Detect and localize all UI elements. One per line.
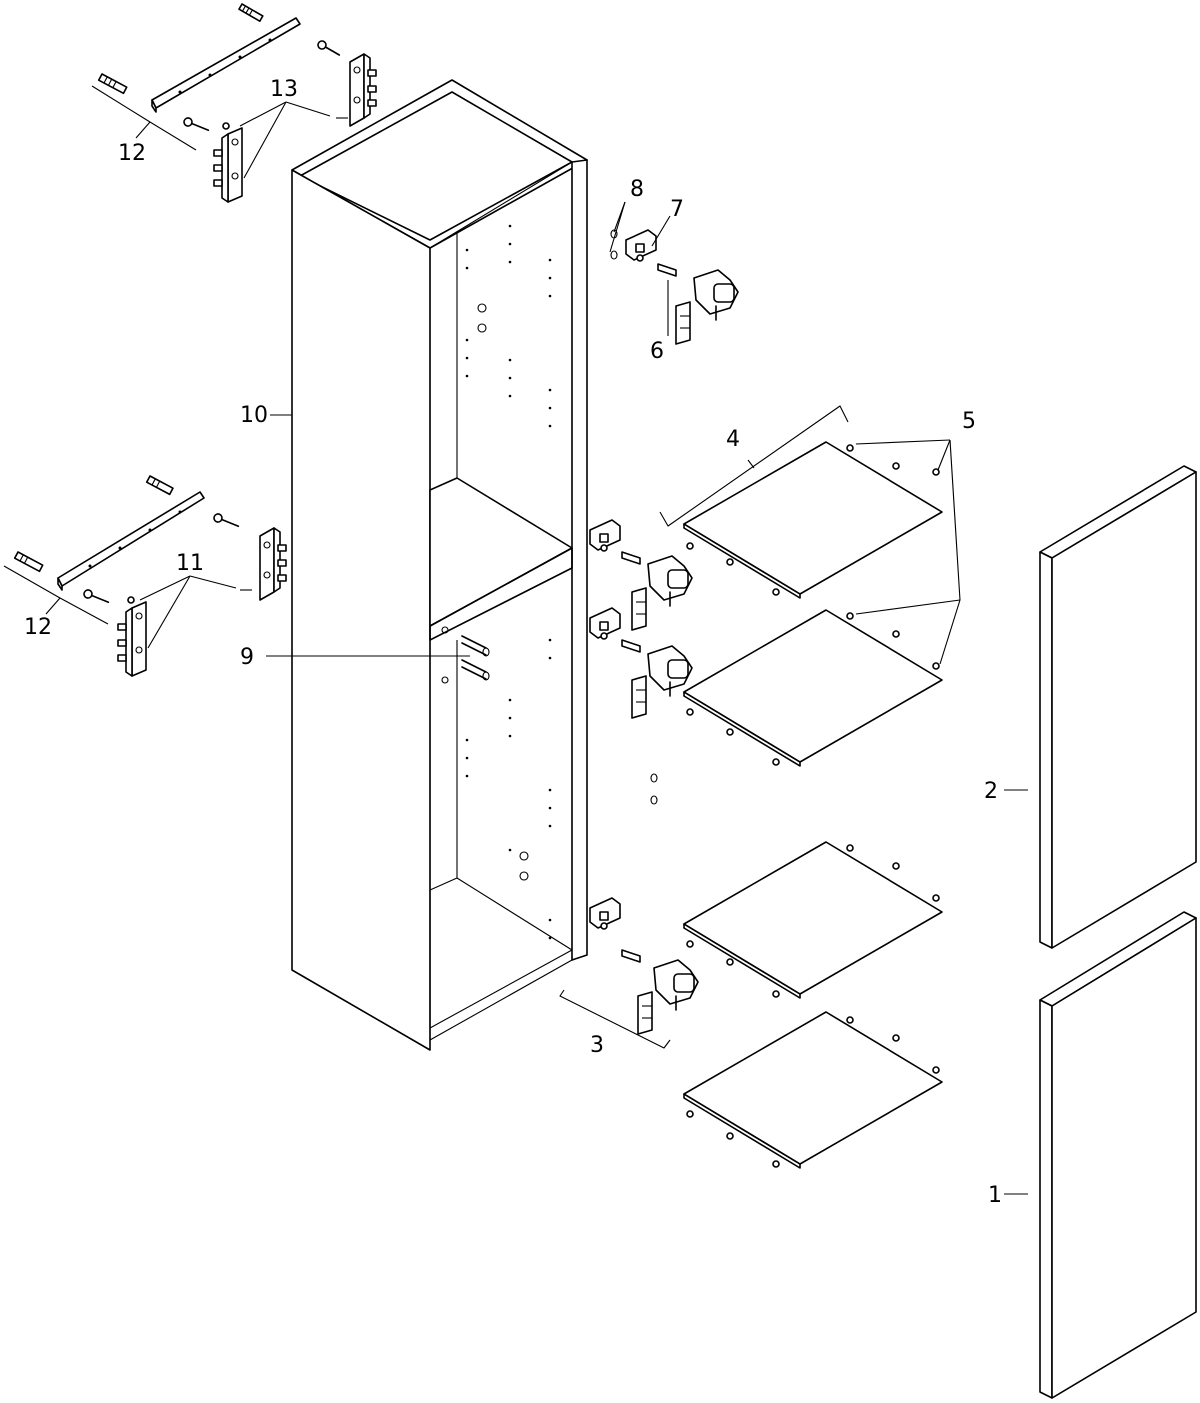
label-12-top: 12 (118, 141, 146, 166)
clothes-rail-9 (266, 635, 490, 681)
label-13: 13 (270, 77, 298, 102)
hinge-set-bottom (559, 897, 699, 1049)
cabinet-body (270, 79, 588, 1051)
label-12-middle: 12 (24, 615, 52, 640)
label-4: 4 (726, 427, 740, 452)
middle-mount-kit (3, 475, 287, 677)
hinge-set-middle (589, 519, 693, 805)
shelf-pin-holes (465, 224, 552, 940)
door-upper (1004, 465, 1197, 949)
shelf-upper (683, 441, 943, 599)
label-10: 10 (240, 403, 268, 428)
shelf-lower (683, 1011, 943, 1169)
top-mount-kit (91, 3, 377, 203)
door-lower (1004, 911, 1197, 1399)
shelf-lower-mid (683, 841, 943, 999)
label-8: 8 (630, 177, 644, 202)
label-6: 6 (650, 339, 664, 364)
label-11: 11 (176, 551, 204, 576)
hinge-set-top (609, 201, 739, 345)
label-9: 9 (240, 645, 254, 670)
label-7: 7 (670, 197, 684, 222)
label-5: 5 (962, 409, 976, 434)
label-2: 2 (984, 779, 998, 804)
label-1: 1 (988, 1183, 1002, 1208)
label-3: 3 (590, 1033, 604, 1058)
shelf-upper-mid (683, 609, 943, 767)
